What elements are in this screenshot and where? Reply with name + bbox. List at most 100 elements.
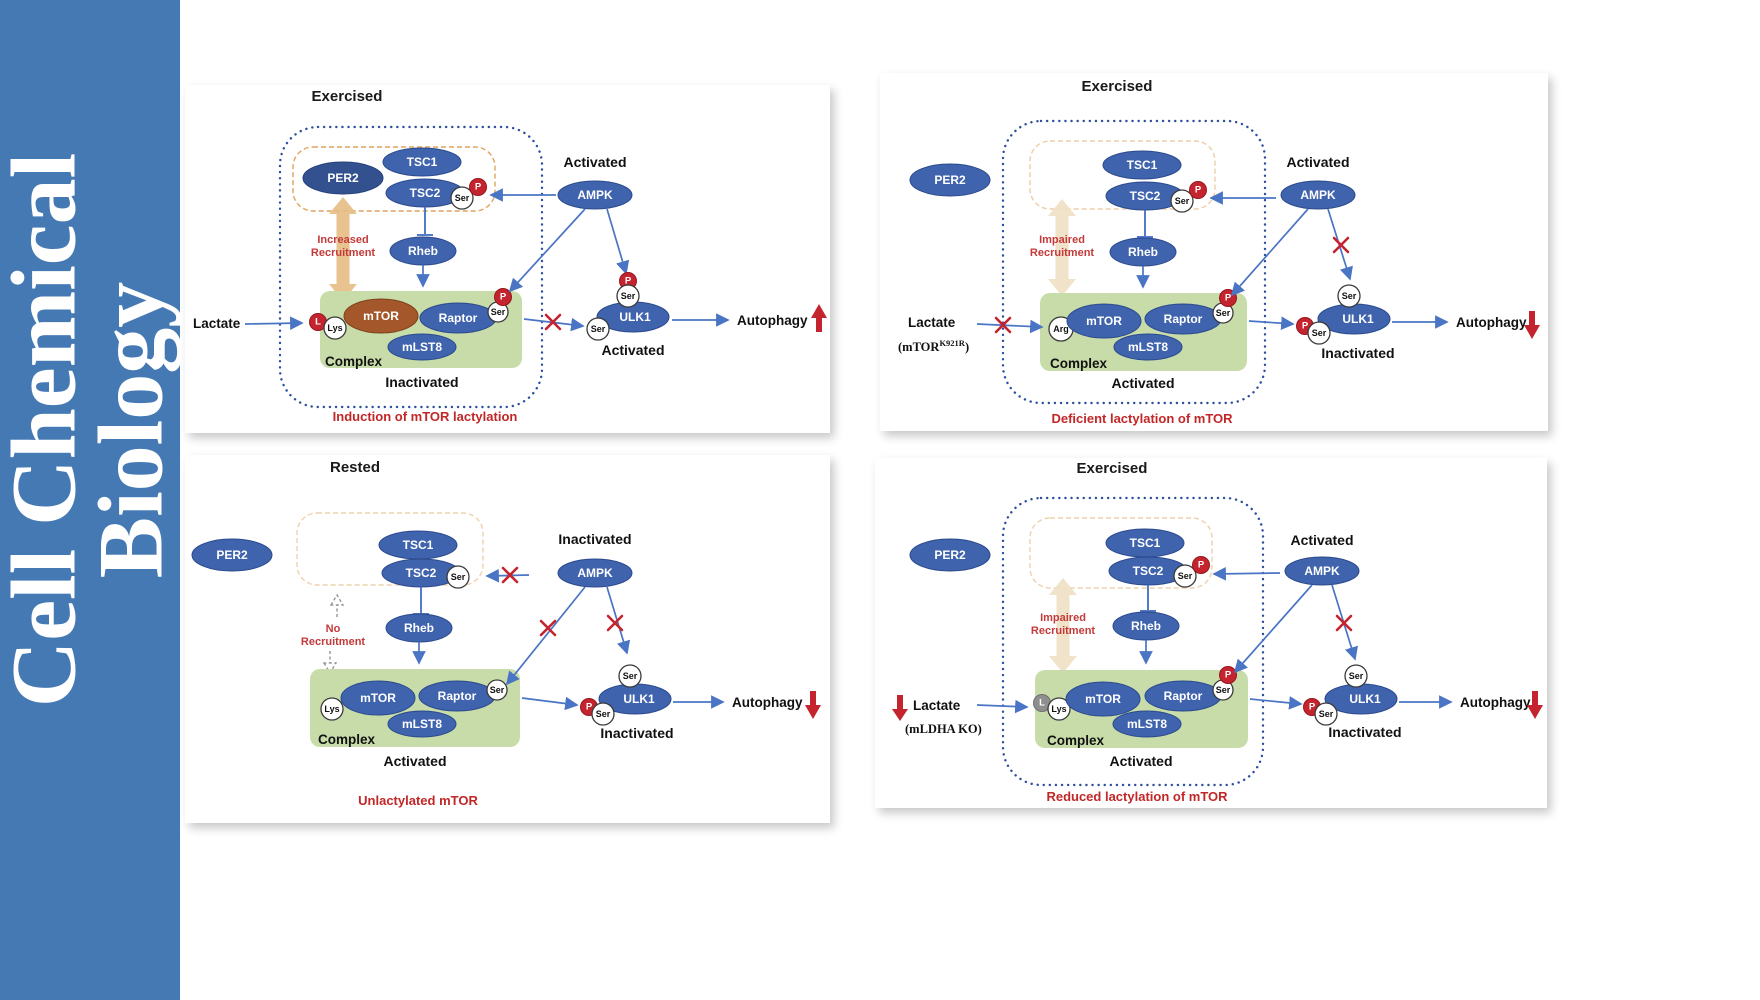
complex-state: Inactivated	[385, 374, 458, 390]
rheb-node: Rheb	[1109, 237, 1177, 267]
svg-text:mLST8: mLST8	[402, 340, 442, 354]
svg-text:AMPK: AMPK	[1300, 188, 1336, 202]
ampk-node: AMPK	[1280, 180, 1356, 210]
condition-title: Exercised	[312, 88, 383, 105]
svg-text:mTOR: mTOR	[1085, 692, 1121, 706]
autophagy-label: Autophagy	[737, 313, 808, 328]
svg-text:AMPK: AMPK	[1304, 564, 1340, 578]
svg-text:Ser: Ser	[621, 291, 636, 301]
svg-text:Ser: Ser	[596, 709, 611, 719]
ulk1-state: Inactivated	[600, 725, 673, 741]
panel-caption: Deficient lactylation of mTOR	[1051, 411, 1233, 426]
complex-state: Activated	[383, 753, 446, 769]
svg-text:Lys: Lys	[327, 323, 342, 333]
ulk1-state: Inactivated	[1321, 345, 1394, 361]
ulk1-ser317-site	[1337, 284, 1361, 308]
svg-text:P: P	[1309, 702, 1316, 713]
complex-label: Complex	[318, 732, 376, 747]
complex-label: Complex	[1050, 356, 1108, 371]
per2-tsc-recruitment-box	[1029, 517, 1213, 589]
arrow-complex-to-ulk1	[1249, 696, 1303, 710]
arrow-complex-to-ulk1	[1248, 316, 1295, 330]
panel-caption: Unlactylated mTOR	[358, 793, 478, 808]
panel-caption: Induction of mTOR lactylation	[333, 409, 518, 424]
svg-text:mTOR: mTOR	[363, 309, 399, 323]
svg-text:P: P	[1225, 670, 1232, 681]
raptor-ser-phospho-site: Ser P	[1212, 666, 1237, 701]
pathway-dotted-border	[278, 125, 544, 409]
blocked-x-mark-lactate	[994, 316, 1012, 334]
per2-node: PER2	[302, 161, 384, 195]
autophagy-label: Autophagy	[1456, 315, 1527, 330]
svg-text:P: P	[1225, 293, 1232, 304]
svg-text:P: P	[500, 292, 507, 303]
ulk1-ser317-site	[1344, 664, 1368, 688]
ulk1-node: P Ser Ser ULK1	[1296, 284, 1391, 345]
per2-node: PER2	[909, 538, 991, 572]
svg-text:TSC1: TSC1	[1130, 536, 1161, 550]
autophagy-down-arrow	[1524, 311, 1540, 339]
svg-text:Ser: Ser	[1312, 328, 1327, 338]
svg-text:Ser: Ser	[1342, 291, 1357, 301]
ulk1-ser757-site	[586, 317, 610, 341]
knockout-note: (mLDHA KO)	[905, 722, 982, 736]
ulk1-ser317-site	[616, 284, 640, 308]
tsc2-node: TSC2	[1108, 556, 1188, 586]
ampk-state: Activated	[563, 154, 626, 170]
blocked-x-mark	[544, 313, 562, 331]
per2-node: PER2	[191, 538, 273, 572]
tsc2-node: TSC2	[381, 558, 461, 588]
complex-label: Complex	[325, 354, 383, 369]
svg-text:PER2: PER2	[934, 548, 966, 562]
svg-text:Ser: Ser	[455, 193, 470, 203]
svg-text:Raptor: Raptor	[438, 689, 477, 703]
ulk1-node: P Ser Ser ULK1	[1303, 664, 1398, 726]
svg-text:P: P	[1195, 185, 1202, 196]
recruitment-label-line1: No	[326, 623, 341, 635]
arrow-ampk-to-raptor	[508, 208, 586, 293]
svg-text:P: P	[625, 276, 632, 287]
ampk-state: Activated	[1290, 532, 1353, 548]
svg-text:TSC1: TSC1	[1127, 158, 1158, 172]
svg-text:ULK1: ULK1	[623, 692, 655, 706]
recruitment-label-line2: Recruitment	[1030, 247, 1095, 259]
svg-text:ULK1: ULK1	[1342, 312, 1374, 326]
recruitment-double-arrow	[1049, 578, 1077, 673]
mlst8-node: mLST8	[387, 333, 457, 361]
blocked-x-mark-ampk-ulk1	[606, 614, 624, 632]
tsc2-ser-phospho-site: Ser P	[1173, 556, 1210, 588]
svg-text:P: P	[1198, 560, 1205, 571]
mlst8-node: mLST8	[1113, 333, 1183, 361]
phospho-badge	[1189, 181, 1207, 199]
complex-state: Activated	[1109, 753, 1172, 769]
per2-tsc-recruitment-box	[1029, 140, 1216, 210]
svg-text:mLST8: mLST8	[1128, 340, 1168, 354]
svg-text:Ser: Ser	[451, 572, 466, 582]
raptor-node: Raptor	[418, 680, 496, 712]
raptor-node: Raptor	[1144, 680, 1222, 712]
svg-text:AMPK: AMPK	[577, 566, 613, 580]
svg-text:PER2: PER2	[934, 173, 966, 187]
ulk1-ser757-site	[1307, 321, 1331, 345]
svg-text:Rheb: Rheb	[1131, 619, 1161, 633]
arrow-ampk-to-ulk1	[606, 208, 630, 275]
pathway-dotted-border	[1001, 119, 1267, 405]
blocked-x-mark-ampk-ulk1	[1335, 614, 1353, 632]
panel-exercised-lactylation-induced: Exercised Increased Recruitment PER2 TSC…	[185, 85, 830, 433]
svg-text:P: P	[1302, 321, 1309, 332]
raptor-node: Raptor	[1144, 303, 1222, 335]
svg-text:P: P	[475, 182, 482, 193]
lactate-label: Lactate	[193, 316, 241, 331]
svg-text:ULK1: ULK1	[619, 310, 651, 324]
svg-text:Rheb: Rheb	[1128, 245, 1158, 259]
svg-text:Ser: Ser	[1216, 685, 1231, 695]
autophagy-down-arrow	[1527, 691, 1543, 719]
tsc2-ser-phospho-site: Ser P	[450, 178, 487, 210]
recruitment-label-line1: Increased	[317, 234, 368, 246]
recruitment-label-line1: Impaired	[1040, 612, 1086, 624]
svg-text:Rheb: Rheb	[408, 244, 438, 258]
svg-text:Ser: Ser	[491, 307, 506, 317]
arrow-ampk-to-raptor	[1230, 208, 1309, 297]
svg-text:Raptor: Raptor	[439, 311, 478, 325]
blocked-x-mark-ampk-tsc2	[501, 566, 519, 584]
